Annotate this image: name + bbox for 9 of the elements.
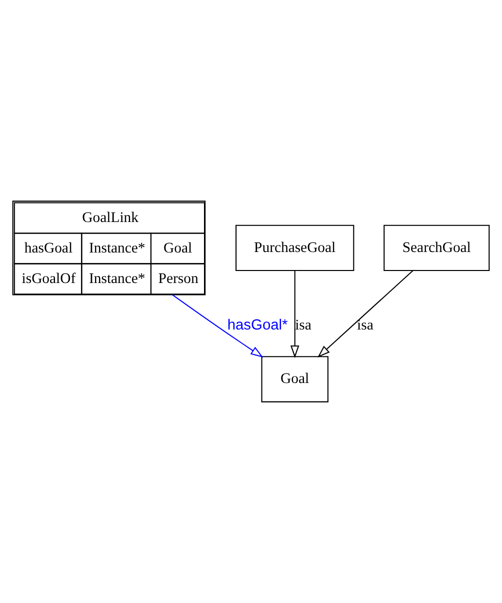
node-box: Goal xyxy=(261,356,328,402)
arrow xyxy=(317,270,414,358)
arrow xyxy=(290,270,300,358)
arrow xyxy=(172,294,264,358)
node-box: SearchGoal xyxy=(384,224,490,272)
edge-label: isa xyxy=(295,318,312,334)
edge-label: hasGoal* xyxy=(227,318,288,334)
edge-label: isa xyxy=(357,318,374,334)
node-box: PurchaseGoal xyxy=(236,224,354,272)
